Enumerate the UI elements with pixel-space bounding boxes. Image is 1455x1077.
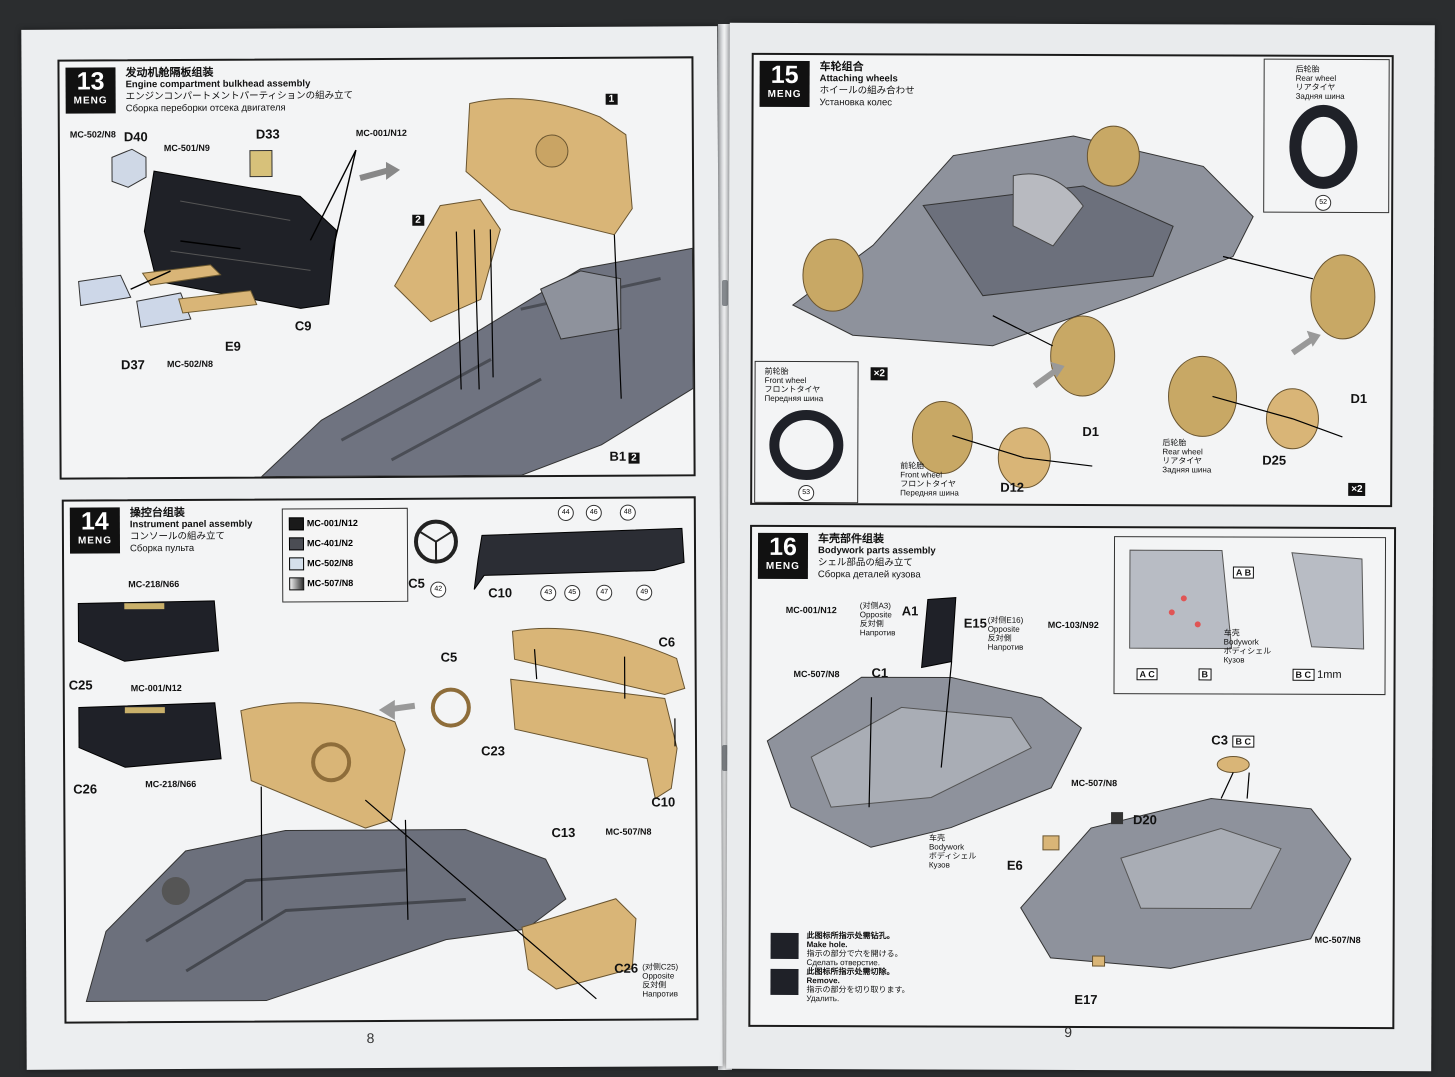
drill-code: A C xyxy=(1136,668,1158,681)
part-label-c5: C5 xyxy=(408,575,425,591)
drill-code: B xyxy=(1198,668,1212,681)
paint-callout: MC-507/N8 xyxy=(605,826,652,837)
gauge-number: 42 xyxy=(430,581,447,598)
part-label-e9: E9 xyxy=(224,338,241,354)
part-label-a1: A1 xyxy=(901,603,919,619)
quantity-badge: ×2 xyxy=(870,367,889,381)
part-label-c26: C26 xyxy=(73,781,98,797)
gauge-number: 49 xyxy=(636,584,653,601)
part-label-d12: D12 xyxy=(1000,479,1025,495)
page-number: 9 xyxy=(1064,1023,1073,1040)
drill-code: B C 1mm xyxy=(1292,668,1342,681)
step-16-illustration xyxy=(766,549,1365,996)
part-label-c23: C23 xyxy=(481,743,505,759)
step-13-illustration xyxy=(78,98,694,478)
paint-callout: MC-218/N66 xyxy=(128,579,180,590)
paint-callout: MC-103/N92 xyxy=(1047,619,1099,631)
part-label-e6: E6 xyxy=(1006,857,1023,873)
part-label-d33: D33 xyxy=(255,126,280,142)
part-label-c25: C25 xyxy=(68,677,93,693)
step-13-panel: 13 MENG 发动机舱隔板组装 Engine compartment bulk… xyxy=(57,56,696,480)
paint-callout: MC-001/N12 xyxy=(130,682,182,694)
part-label-c3: C3 B C xyxy=(1211,732,1255,748)
staple xyxy=(722,745,728,771)
part-label-c13: C13 xyxy=(551,824,576,841)
gauge-number: 46 xyxy=(585,504,602,521)
paint-callout: MC-507/N8 xyxy=(1314,934,1361,945)
part-label-c9: C9 xyxy=(294,318,312,334)
part-label-d1: D1 xyxy=(1082,424,1100,440)
part-label-d1: D1 xyxy=(1350,390,1368,406)
step-14-illustration xyxy=(77,519,686,1003)
part-label-d25: D25 xyxy=(1262,452,1287,468)
part-label-e17: E17 xyxy=(1074,991,1098,1008)
gauge-number: 45 xyxy=(564,584,581,601)
paint-callout: MC-507/N8 xyxy=(1071,777,1118,789)
part-label-c10: C10 xyxy=(488,585,513,601)
paint-callout: MC-501/N9 xyxy=(163,142,210,154)
part-label-c10: C10 xyxy=(651,794,676,810)
part-label-c6: C6 xyxy=(658,634,676,650)
part-label-d20: D20 xyxy=(1133,812,1157,828)
gauge-number: 43 xyxy=(540,585,557,602)
paint-callout: MC-218/N66 xyxy=(145,778,197,790)
part-label-c1: C1 xyxy=(871,665,889,681)
part-label-d37: D37 xyxy=(120,357,145,373)
gauge-number: 48 xyxy=(619,504,636,521)
paint-callout: MC-507/N8 xyxy=(793,668,840,680)
subassembly-marker: 1 xyxy=(604,93,618,105)
paint-callout: MC-001/N12 xyxy=(355,127,407,139)
step-14-panel: 14 MENG 操控台组装 Instrument panel assembly … xyxy=(61,496,699,1024)
paint-callout: MC-502/N8 xyxy=(69,129,116,140)
remove-legend: 此图标所指示处需切除。Remove.指示の部分を切り取ります。Удалить. xyxy=(806,967,910,1004)
make-hole-legend: 此图标所指示处需钻孔。Make hole.指示の部分で穴を開ける。Сделать… xyxy=(806,931,903,968)
gauge-number: 47 xyxy=(596,584,613,601)
paint-callout: MC-502/N8 xyxy=(167,358,214,370)
page-number: 8 xyxy=(366,1029,375,1047)
quantity-badge: ×2 xyxy=(1348,482,1366,496)
tire-number: 52 xyxy=(1315,194,1332,211)
gauge-number: 44 xyxy=(557,504,574,522)
staple xyxy=(722,280,728,306)
step-15-panel: 15 MENG 车轮组合 Attaching wheels ホイールの組み合わせ… xyxy=(750,52,1394,508)
step-15-illustration xyxy=(769,104,1376,489)
right-page: 15 MENG 车轮组合 Attaching wheels ホイールの組み合わせ… xyxy=(726,22,1435,1072)
drill-code: A B xyxy=(1232,566,1255,579)
part-label-c5: C5 xyxy=(440,649,458,665)
part-label-c26: C26 xyxy=(614,960,639,976)
subassembly-marker: 2 xyxy=(410,214,424,226)
step-16-panel: 16 MENG 车壳部件组装 Bodywork parts assembly シ… xyxy=(748,524,1397,1030)
left-page: 13 MENG 发动机舱隔板组装 Engine compartment bulk… xyxy=(21,26,723,1070)
tire-number: 53 xyxy=(798,485,815,502)
part-label-e15: E15 xyxy=(963,615,987,631)
part-label-d40: D40 xyxy=(123,129,148,145)
paint-callout: MC-001/N12 xyxy=(785,604,837,616)
